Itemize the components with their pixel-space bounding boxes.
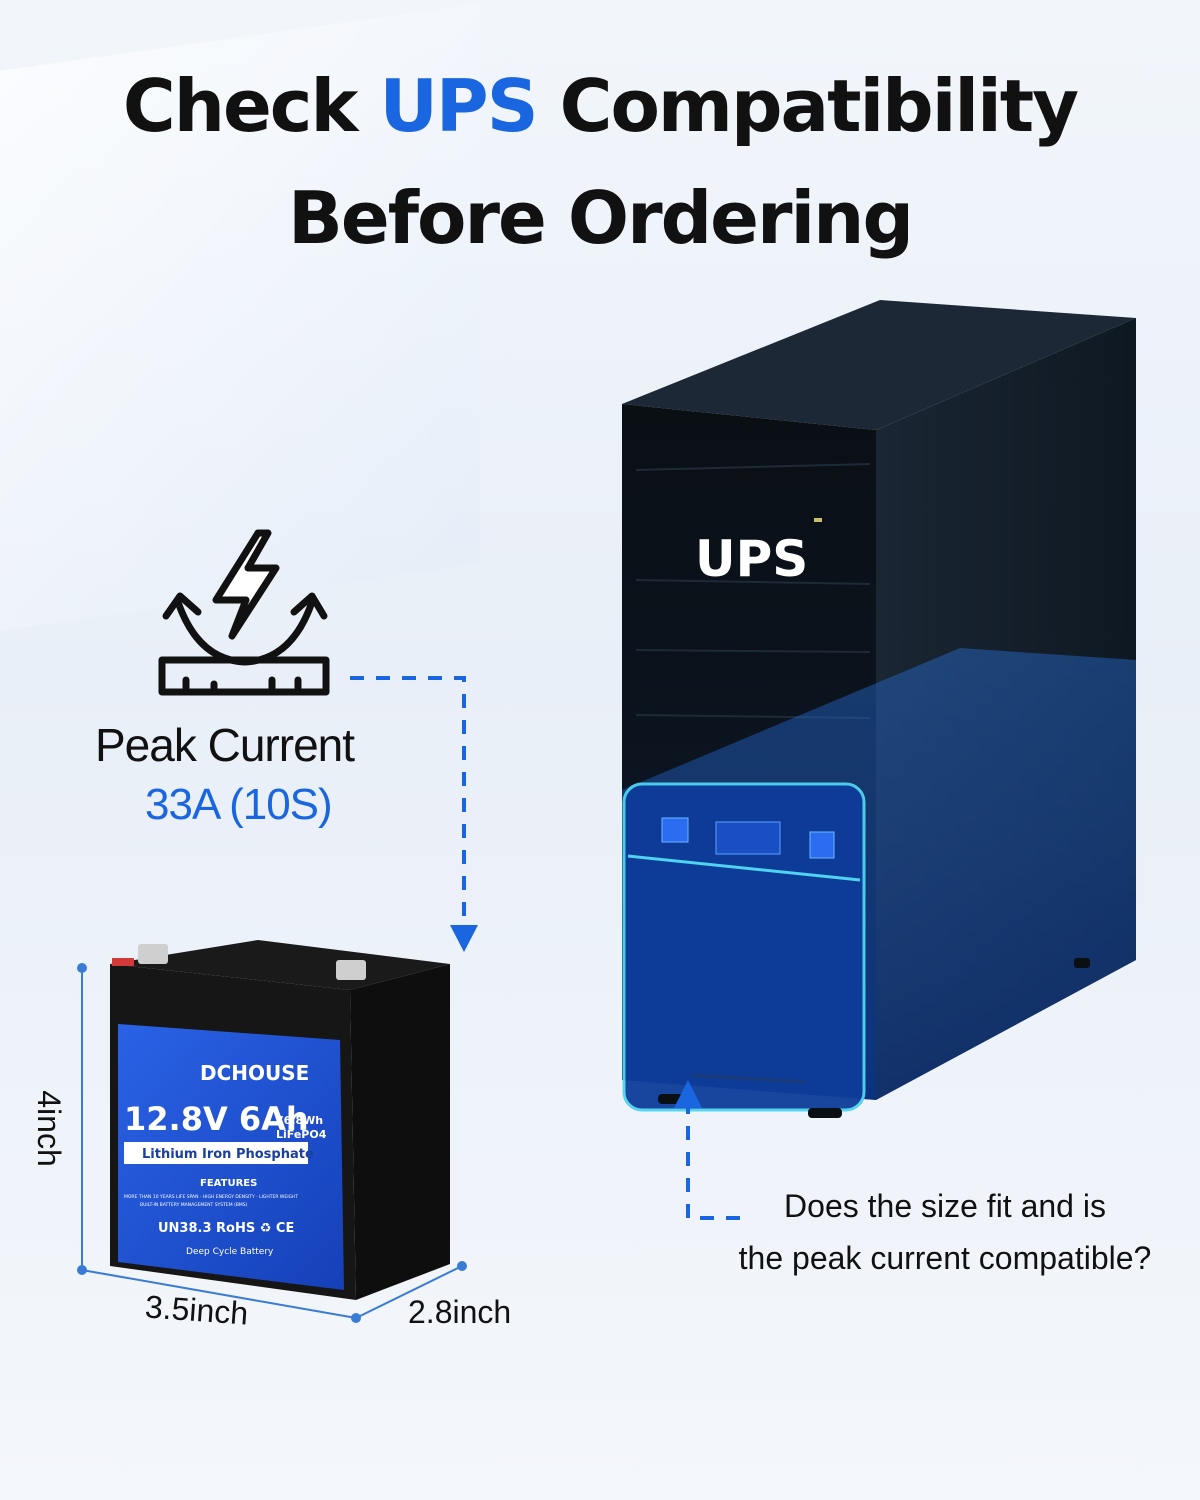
dimension-width: 3.5inch [143, 1288, 250, 1332]
ups-top [622, 300, 1136, 430]
headline-line-2: Before Ordering [288, 176, 914, 260]
battery-terminal-positive [138, 944, 168, 964]
battery-chemistry: LiFePO4 [276, 1128, 327, 1141]
headline: Check UPS Compatibility Before Ordering [0, 50, 1200, 274]
battery-certifications: UN38.3 RoHS ♻ CE [158, 1221, 294, 1236]
ups-label: UPS [695, 530, 809, 588]
question-line-2: the peak current compatible? [738, 1240, 1152, 1276]
dashed-arrow-peak [350, 676, 478, 952]
headline-suffix: Compatibility [559, 64, 1079, 148]
dimension-height: 4inch [30, 1090, 67, 1167]
battery-features-title: FEATURES [200, 1178, 257, 1189]
ups-tower [622, 300, 1136, 1118]
battery-side [350, 964, 450, 1300]
compatibility-question: Does the size fit and is the peak curren… [700, 1180, 1190, 1284]
battery: DCHOUSE 12.8V 6Ah 76.8Wh LiFePO4 Lithium… [110, 940, 450, 1300]
ups-front-panel [622, 782, 866, 1112]
ups-display [715, 821, 781, 855]
battery-footer: Deep Cycle Battery [186, 1247, 274, 1257]
peak-current-value: 33A (10S) [145, 780, 333, 829]
headline-line-1: Check UPS Compatibility [0, 50, 1200, 162]
dashed-arrow-question [674, 1080, 740, 1220]
battery-type: Lithium Iron Phosphate [142, 1147, 314, 1162]
battery-terminal-negative [336, 960, 366, 980]
battery-brand: DCHOUSE [200, 1061, 309, 1085]
dimension-depth: 2.8inch [408, 1294, 512, 1330]
ups-button-left [661, 817, 689, 843]
battery-spec: 12.8V 6Ah [124, 1100, 309, 1138]
headline-accent: UPS [379, 64, 538, 148]
peak-current-label: Peak Current [95, 719, 355, 771]
battery-features-line2: BUILT-IN BATTERY MANAGEMENT SYSTEM (BMS) [140, 1202, 248, 1208]
battery-energy: 76.8Wh [276, 1114, 323, 1127]
ups-button-right [809, 831, 835, 859]
battery-features-line1: MORE THAN 10 YEARS LIFE SPAN · HIGH ENER… [124, 1194, 298, 1200]
peak-current-icon [158, 529, 330, 696]
question-line-1: Does the size fit and is [784, 1188, 1106, 1224]
headline-prefix: Check [122, 64, 358, 148]
dimension-lines [77, 963, 467, 1323]
